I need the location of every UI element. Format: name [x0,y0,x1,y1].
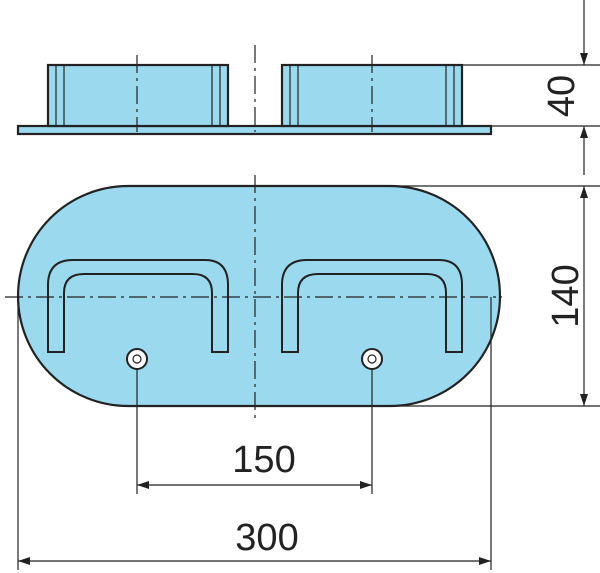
left-box-side [46,63,230,128]
dimensions: 40 140 150 300 [17,0,600,570]
height-dimension-label: 40 [541,75,583,117]
base-plate-top [16,184,502,408]
hole-spacing-dimension-label: 150 [232,439,295,481]
left-handle [47,259,229,353]
left-hole [126,348,148,370]
width-dimension-label: 140 [545,264,587,327]
top-view [5,175,502,420]
right-handle [281,259,463,353]
right-hole [361,348,383,370]
side-view [16,45,493,136]
overall-length-dimension-label: 300 [235,517,298,559]
